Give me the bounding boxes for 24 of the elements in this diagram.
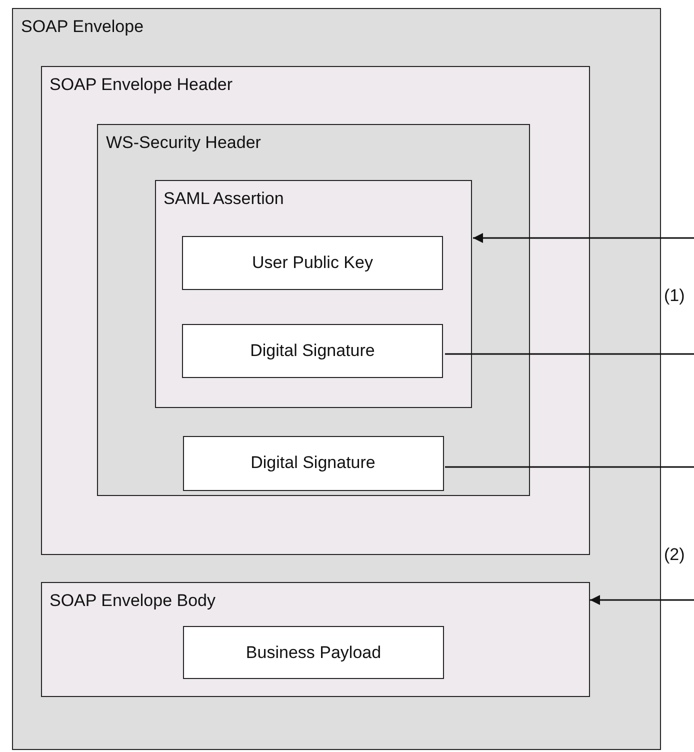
arrow [590,595,694,605]
box-label: Business Payload [244,642,382,662]
connector-line [445,353,694,355]
callout-number: (2) [664,545,685,565]
element-box [182,436,444,490]
element-box [183,626,444,679]
box-title: SOAP Envelope Header [50,74,233,94]
container-box [40,66,590,554]
box-title: WS-Security Header [106,133,261,153]
callout-number: (1) [664,286,685,306]
box-label: Digital Signature [249,341,376,361]
arrow [473,233,694,243]
box-title: SAML Assertion [164,188,284,208]
container-box [40,582,590,696]
container-box [97,124,530,496]
connector-line [445,466,694,468]
box-label: Digital Signature [250,453,376,473]
container-box [154,180,472,408]
box-title: SOAP Envelope Body [50,590,216,610]
container-box [12,8,661,750]
element-box [182,324,443,378]
box-label: User Public Key [251,253,374,273]
box-title: SOAP Envelope [21,17,144,37]
element-box [182,236,443,290]
